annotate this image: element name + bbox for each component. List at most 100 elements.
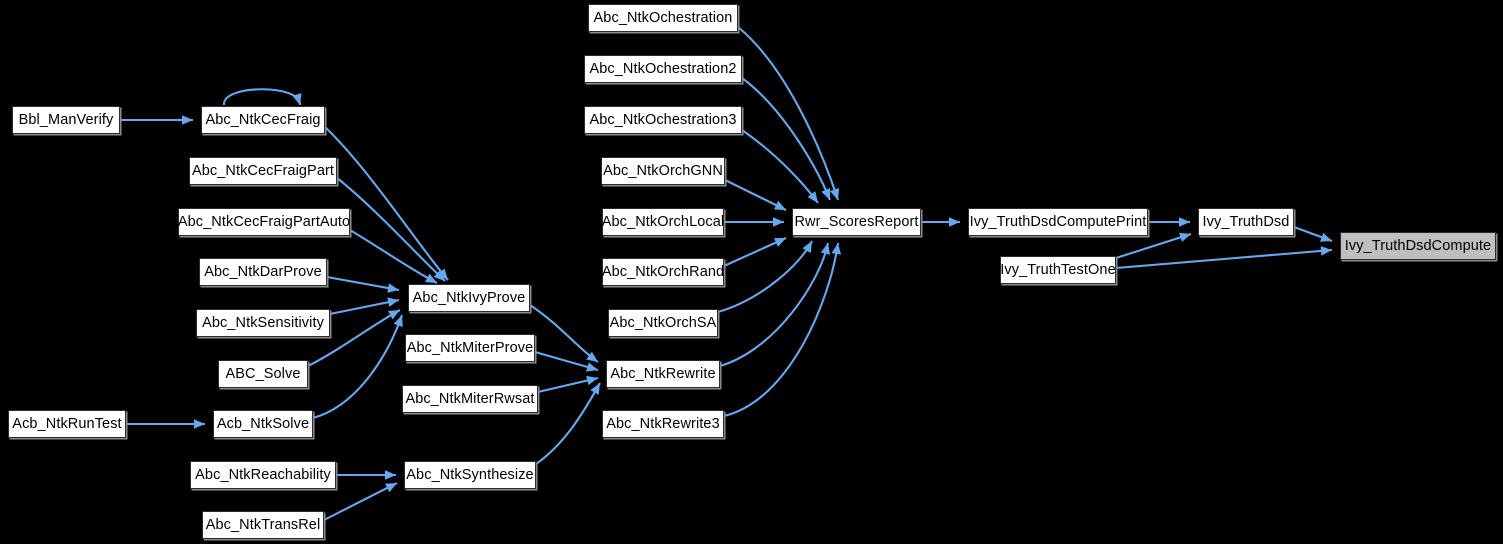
- node-label: Ivy_TruthTestOne: [1000, 261, 1116, 278]
- node-label: Abc_NtkMiterProve: [406, 339, 534, 356]
- node-abc_ntkdarprove[interactable]: Abc_NtkDarProve: [199, 258, 327, 286]
- edge-abc_ntksynthesize-to-abc_ntkrewrite: [535, 382, 601, 465]
- arrowhead-abc_ntkcecfraigpart-to-abc_ntkivyprove: [433, 269, 445, 281]
- node-label: Abc_NtkReachability: [195, 466, 331, 483]
- node-label: Abc_NtkSynthesize: [406, 466, 534, 483]
- arrowhead-abc_ntkorchlocal-to-rwr_scoresreport: [773, 217, 784, 227]
- node-label: Acb_NtkSolve: [216, 415, 310, 432]
- node-label: Abc_NtkMiterRwsat: [405, 390, 535, 407]
- edge-abc_ntkochestration2-to-rwr_scoresreport: [741, 77, 831, 201]
- edge-ivy_truthtestone-to-ivy_truthdsd: [1115, 232, 1192, 260]
- edge-abc_ntkdarprove-to-abc_ntkivyprove: [326, 275, 400, 292]
- node-abc_ntkorchgnn[interactable]: Abc_NtkOrchGNN: [601, 157, 725, 185]
- edge-abc_ntkrewrite-to-rwr_scoresreport: [719, 242, 830, 368]
- node-label: Abc_NtkRewrite3: [606, 415, 720, 432]
- node-label: Ivy_TruthDsdComputePrint: [969, 213, 1147, 230]
- node-abc_ntkivyprove[interactable]: Abc_NtkIvyProve: [408, 284, 530, 312]
- node-abc_solve[interactable]: ABC_Solve: [218, 360, 308, 388]
- node-label: Ivy_TruthDsdCompute: [1344, 237, 1492, 254]
- arrowhead-abc_ntktransrel-to-abc_ntksynthesize: [385, 483, 397, 493]
- arrowhead-ivy_truthtestone-to-ivy_truthdsdcompute: [1320, 246, 1332, 256]
- node-abc_ntkochestration2[interactable]: Abc_NtkOchestration2: [584, 55, 742, 83]
- edge-abc_ntkochestration3-to-rwr_scoresreport: [741, 129, 819, 204]
- node-abc_ntkrewrite[interactable]: Abc_NtkRewrite: [606, 360, 720, 388]
- node-abc_ntkrewrite3[interactable]: Abc_NtkRewrite3: [602, 410, 724, 438]
- node-bbl_manverify[interactable]: Bbl_ManVerify: [12, 106, 120, 134]
- node-abc_ntkorchsa[interactable]: Abc_NtkOrchSA: [608, 309, 718, 337]
- arrowhead-acb_ntksolve-to-abc_ntkivyprove: [393, 315, 403, 327]
- edge-abc_ntkorchsa-to-rwr_scoresreport: [717, 240, 813, 314]
- node-label: Abc_NtkRewrite: [610, 365, 716, 382]
- edge-abc_ntktransrel-to-abc_ntksynthesize: [323, 482, 398, 521]
- node-abc_ntkcecfraig[interactable]: Abc_NtkCecFraig: [201, 106, 325, 134]
- node-abc_ntkcecfraigpart[interactable]: Abc_NtkCecFraigPart: [189, 157, 337, 185]
- node-label: Abc_NtkCecFraig: [205, 111, 321, 128]
- arrowhead-abc_ntkcecfraig-to-abc_ntkivyprove: [437, 268, 448, 280]
- arrowhead-abc_ntkochestration-to-rwr_scoresreport: [829, 188, 840, 200]
- node-label: Abc_NtkOrchLocal: [601, 213, 725, 230]
- arrowhead-abc_ntkmiterprove-to-abc_ntkrewrite: [586, 362, 598, 372]
- node-label: Abc_NtkOchestration: [593, 9, 733, 26]
- node-label: Abc_NtkOrchSA: [609, 314, 717, 331]
- node-abc_ntkochestration3[interactable]: Abc_NtkOchestration3: [584, 106, 742, 134]
- edge-abc_ntkrewrite3-to-rwr_scoresreport: [723, 242, 840, 418]
- node-abc_ntkcecfraigpartauto[interactable]: Abc_NtkCecFraigPartAuto: [178, 208, 350, 236]
- arrowhead-abc_ntkmiterrwsat-to-abc_ntkrewrite: [586, 375, 598, 386]
- edge-abc_ntkorchgnn-to-rwr_scoresreport: [724, 179, 787, 211]
- node-abc_ntksensitivity[interactable]: Abc_NtkSensitivity: [196, 309, 330, 337]
- edge-abc_ntkcecfraigpartauto-to-abc_ntkivyprove: [349, 229, 438, 284]
- arrowhead-abc_ntkrewrite3-to-rwr_scoresreport: [831, 243, 842, 255]
- node-label: Abc_NtkCecFraigPartAuto: [177, 213, 351, 230]
- node-abc_ntkmiterprove[interactable]: Abc_NtkMiterProve: [405, 334, 535, 362]
- node-label: Abc_NtkCecFraigPart: [191, 162, 335, 179]
- node-ivy_truthdsdcompute[interactable]: Ivy_TruthDsdCompute: [1340, 232, 1496, 260]
- edge-ivy_truthtestone-to-ivy_truthdsdcompute: [1115, 248, 1333, 270]
- node-abc_ntkorchlocal[interactable]: Abc_NtkOrchLocal: [602, 208, 724, 236]
- edge-abc_ntkcecfraig-to-abc_ntkivyprove: [324, 126, 449, 281]
- arrowhead-abc_ntkdarprove-to-abc_ntkivyprove: [387, 283, 399, 293]
- node-label: Abc_NtkSensitivity: [202, 314, 324, 331]
- node-label: Acb_NtkRunTest: [12, 415, 122, 432]
- node-abc_ntkmiterrwsat[interactable]: Abc_NtkMiterRwsat: [402, 385, 538, 413]
- node-label: Abc_NtkOrchGNN: [603, 162, 723, 179]
- node-label: Abc_NtkIvyProve: [412, 289, 526, 306]
- node-abc_ntkreachability[interactable]: Abc_NtkReachability: [190, 461, 336, 489]
- arrowhead-abc_ntkcecfraig-to-abc_ntkcecfraig: [292, 93, 302, 105]
- arrowhead-abc_ntkorchsa-to-rwr_scoresreport: [802, 241, 812, 253]
- arrowhead-ivy_truthdsd-to-ivy_truthdsdcompute: [1320, 232, 1332, 242]
- arrowhead-abc_solve-to-abc_ntkivyprove: [388, 310, 400, 320]
- node-label: ABC_Solve: [225, 365, 301, 382]
- node-acb_ntksolve[interactable]: Acb_NtkSolve: [213, 410, 313, 438]
- edge-abc_ntkcecfraig-to-abc_ntkcecfraig: [222, 88, 302, 106]
- node-label: Bbl_ManVerify: [18, 111, 114, 128]
- edge-abc_ntksensitivity-to-abc_ntkivyprove: [329, 298, 400, 316]
- arrowhead-abc_ntksensitivity-to-abc_ntkivyprove: [387, 297, 399, 307]
- arrowhead-ivy_truthtestone-to-ivy_truthdsd: [1179, 232, 1191, 242]
- node-label: Ivy_TruthDsd: [1202, 213, 1290, 230]
- arrowhead-abc_ntkochestration3-to-rwr_scoresreport: [807, 191, 818, 203]
- arrowhead-acb_ntkruntest-to-acb_ntksolve: [194, 419, 205, 429]
- node-abc_ntksynthesize[interactable]: Abc_NtkSynthesize: [404, 461, 536, 489]
- node-label: Abc_NtkTransRel: [205, 516, 321, 533]
- node-abc_ntkochestration[interactable]: Abc_NtkOchestration: [588, 4, 738, 32]
- node-rwr_scoresreport[interactable]: Rwr_ScoresReport: [792, 208, 921, 236]
- node-label: Abc_NtkOchestration2: [589, 60, 737, 77]
- node-abc_ntkorchrand[interactable]: Abc_NtkOrchRand: [602, 258, 724, 286]
- node-abc_ntktransrel[interactable]: Abc_NtkTransRel: [202, 511, 324, 539]
- arrowhead-bbl_manverify-to-abc_ntkcecfraig: [182, 115, 193, 125]
- node-ivy_truthdsd[interactable]: Ivy_TruthDsd: [1198, 208, 1294, 236]
- arrowhead-abc_ntksynthesize-to-abc_ntkrewrite: [590, 383, 600, 395]
- node-ivy_truthtestone[interactable]: Ivy_TruthTestOne: [1000, 256, 1116, 284]
- node-label: Abc_NtkOrchRand: [601, 263, 725, 280]
- edge-abc_ntkorchrand-to-rwr_scoresreport: [723, 237, 787, 267]
- edge-abc_ntkcecfraigpart-to-abc_ntkivyprove: [336, 177, 446, 282]
- node-acb_ntkruntest[interactable]: Acb_NtkRunTest: [8, 410, 126, 438]
- node-label: Abc_NtkDarProve: [204, 263, 322, 280]
- arrowhead-abc_ntkrewrite-to-rwr_scoresreport: [820, 243, 831, 255]
- node-ivy_truthdsdcomputeprint[interactable]: Ivy_TruthDsdComputePrint: [968, 208, 1148, 236]
- arrowhead-rwr_scoresreport-to-ivy_truthdsdcomputeprint: [949, 217, 960, 227]
- arrowhead-abc_ntkivyprove-to-abc_ntkrewrite: [586, 351, 598, 362]
- node-label: Abc_NtkOchestration3: [589, 111, 737, 128]
